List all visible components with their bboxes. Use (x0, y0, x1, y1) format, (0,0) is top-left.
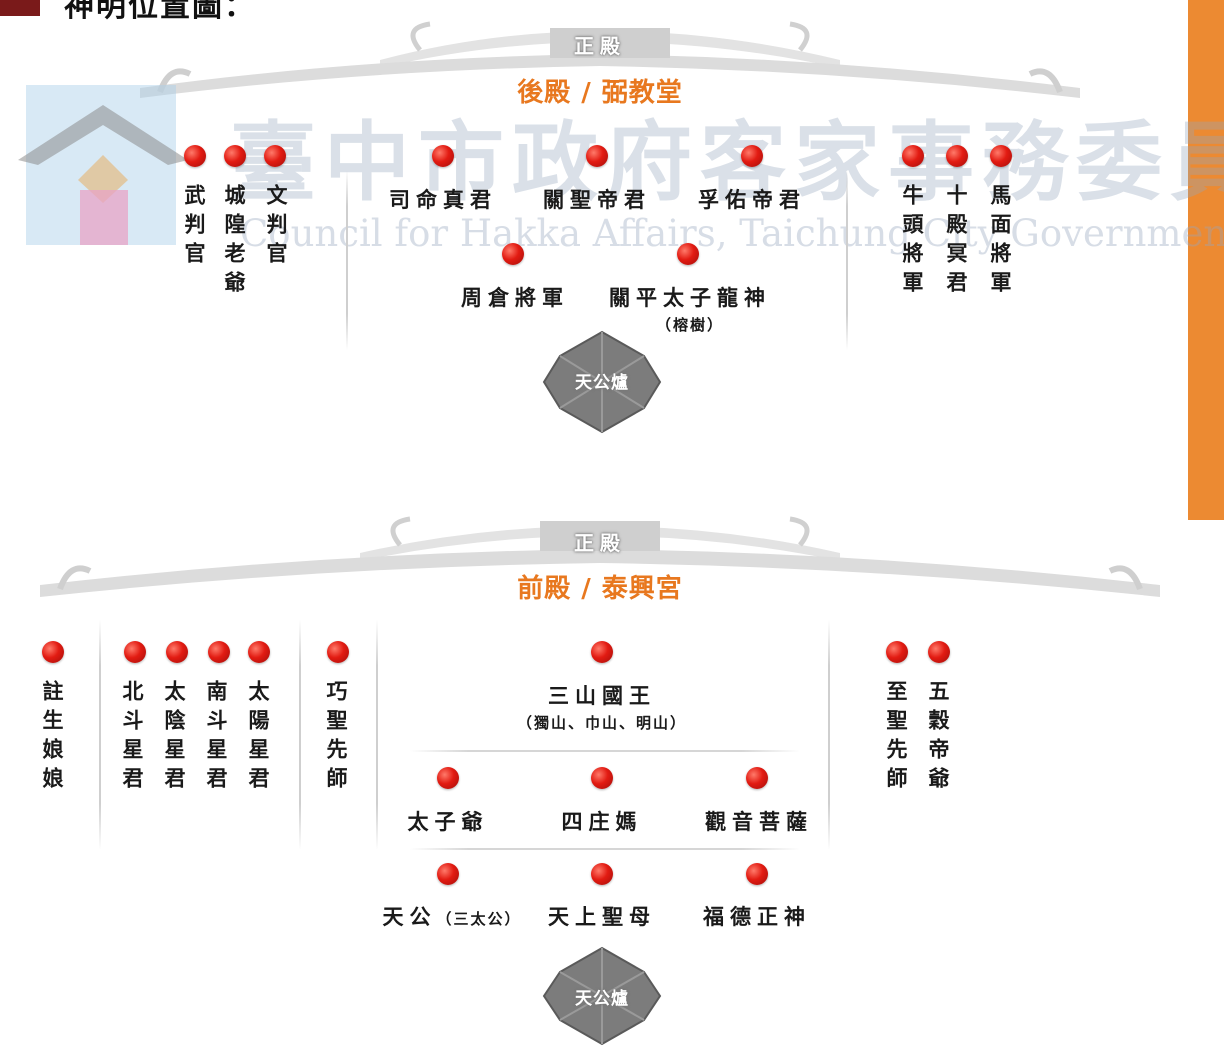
deity-name: 註生娘娘 (40, 680, 65, 796)
deity-name: 福德正神 (703, 904, 811, 929)
deity-name: 天上聖母 (548, 904, 656, 929)
page-header: 神明位置圖： (0, 0, 256, 24)
watermark-english: Council for Hakka Affairs, Taichung City… (240, 212, 1224, 255)
front-hall-label: 正殿 (574, 531, 626, 555)
deity-marker (124, 641, 146, 663)
deity-note: （三太公） (436, 910, 522, 928)
deity-marker (591, 641, 613, 663)
deity-marker (248, 641, 270, 663)
deity-name: 孚佑帝君 (698, 187, 806, 212)
front-altar-label: 天公爐 (575, 989, 629, 1009)
rear-hall-label: 正殿 (574, 34, 626, 58)
side-tab[interactable] (1188, 0, 1224, 520)
deity-name: 城隍老爺 (222, 184, 247, 300)
deity-name: 五穀帝爺 (926, 680, 951, 796)
front-divider (299, 620, 301, 850)
deity-marker (327, 641, 349, 663)
deity-marker (437, 863, 459, 885)
deity-name: 司命真君 (389, 187, 497, 212)
deity-marker (224, 145, 246, 167)
deity-marker (586, 145, 608, 167)
rear-altar-label: 天公爐 (575, 373, 629, 393)
deity-marker (502, 243, 524, 265)
deity-marker (208, 641, 230, 663)
deity-marker (437, 767, 459, 789)
watermark-logo (18, 85, 188, 245)
rear-altar-icon (540, 330, 664, 434)
deity-name: 巧聖先師 (324, 680, 349, 796)
rear-temple-name: 後殿 / 弼教堂 (517, 78, 683, 108)
deity-marker (886, 641, 908, 663)
deity-name: 三山國王 (548, 683, 656, 708)
page-title: 神明位置圖： (64, 0, 256, 24)
deity-name: 關平太子龍神 (609, 285, 771, 310)
deity-name: 文判官 (264, 184, 289, 271)
deity-note: （獨山、巾山、明山） (516, 714, 687, 732)
deity-marker (591, 767, 613, 789)
watermark-chinese: 臺中市政府客家事務委員會 (230, 112, 1224, 213)
deity-marker (902, 145, 924, 167)
deity-marker (591, 863, 613, 885)
deity-marker (166, 641, 188, 663)
deity-marker (746, 863, 768, 885)
deity-note: （榕樹） (655, 316, 724, 334)
deity-name: 太陽星君 (246, 680, 271, 796)
deity-name: 至聖先師 (884, 680, 909, 796)
deity-name: 四庄媽 (561, 809, 643, 834)
front-row-divider (410, 848, 800, 850)
deity-marker (741, 145, 763, 167)
deity-marker (928, 641, 950, 663)
rear-roof-illustration (120, 8, 1100, 108)
deity-name: 馬面將軍 (988, 184, 1013, 300)
title-marker-icon (0, 0, 40, 16)
front-temple-name: 前殿 / 泰興宮 (517, 574, 683, 604)
rear-divider-left (346, 170, 348, 350)
deity-marker (746, 767, 768, 789)
deity-marker (946, 145, 968, 167)
front-row-divider (410, 750, 800, 752)
deity-name: 周倉將軍 (461, 285, 569, 310)
deity-marker (990, 145, 1012, 167)
rear-divider-right (846, 170, 848, 350)
deity-name: 天公 (382, 904, 437, 929)
front-divider (828, 620, 830, 850)
deity-name-with-note: 天公 （三太公） (372, 901, 532, 931)
deity-name: 太子爺 (407, 809, 489, 834)
front-altar-icon (540, 946, 664, 1046)
deity-marker (264, 145, 286, 167)
deity-name: 關聖帝君 (543, 187, 651, 212)
deity-marker (432, 145, 454, 167)
deity-marker (184, 145, 206, 167)
deity-name: 十殿冥君 (944, 184, 969, 300)
front-divider (99, 620, 101, 850)
front-divider (376, 620, 378, 850)
deity-marker (42, 641, 64, 663)
deity-name: 觀音菩薩 (705, 809, 813, 834)
deity-name: 牛頭將軍 (900, 184, 925, 300)
deity-name: 南斗星君 (204, 680, 229, 796)
deity-name: 武判官 (182, 184, 207, 271)
deity-marker (677, 243, 699, 265)
front-roof-illustration (30, 505, 1170, 605)
deity-name: 太陰星君 (162, 680, 187, 796)
deity-name: 北斗星君 (120, 680, 145, 796)
